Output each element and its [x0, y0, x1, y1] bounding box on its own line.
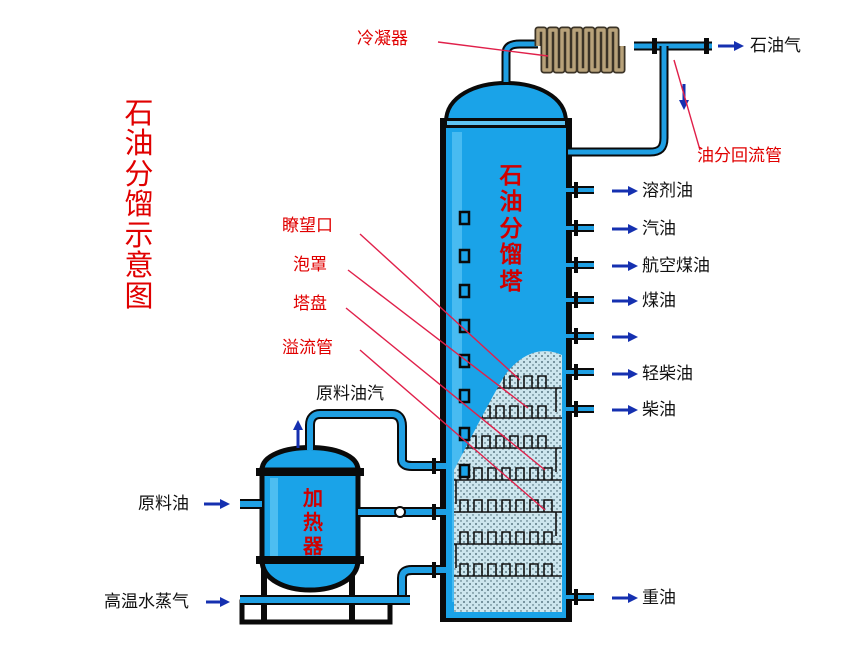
flow-arrows	[204, 41, 744, 607]
downcomer-label: 溢流管	[282, 338, 333, 358]
product-kerosene-label: 煤油	[642, 291, 676, 311]
leader-lines	[345, 41, 701, 511]
tower-label: 石油分馏塔	[499, 163, 523, 295]
reflux-pipe-label: 油分回流管	[697, 146, 782, 166]
condenser-label: 冷凝器	[357, 29, 408, 49]
heater-piping	[240, 409, 446, 605]
condenser-assembly	[501, 26, 712, 157]
crude-oil-label: 原料油	[138, 494, 189, 514]
product-solvent-label: 溶剂油	[642, 181, 693, 201]
side-draw-nozzles	[566, 182, 594, 605]
product-heavy-oil-label: 重油	[642, 588, 676, 608]
product-diesel-label: 柴油	[642, 400, 676, 420]
sight-glass-label: 瞭望口	[282, 216, 333, 236]
product-jet-fuel-label: 航空煤油	[642, 256, 710, 276]
crude-vapor-label: 原料油汽	[316, 384, 384, 404]
product-gasoline-label: 汽油	[642, 219, 676, 239]
product-gas-label: 石油气	[750, 36, 801, 56]
steam-label: 高温水蒸气	[104, 592, 189, 612]
product-light-diesel-label: 轻柴油	[642, 364, 693, 384]
diagram-title: 石油分馏示意图	[124, 96, 154, 313]
bubble-cap-label: 泡罩	[293, 255, 327, 275]
tray-label: 塔盘	[293, 294, 327, 314]
heater	[239, 445, 393, 625]
heater-label: 加热器	[303, 486, 323, 558]
